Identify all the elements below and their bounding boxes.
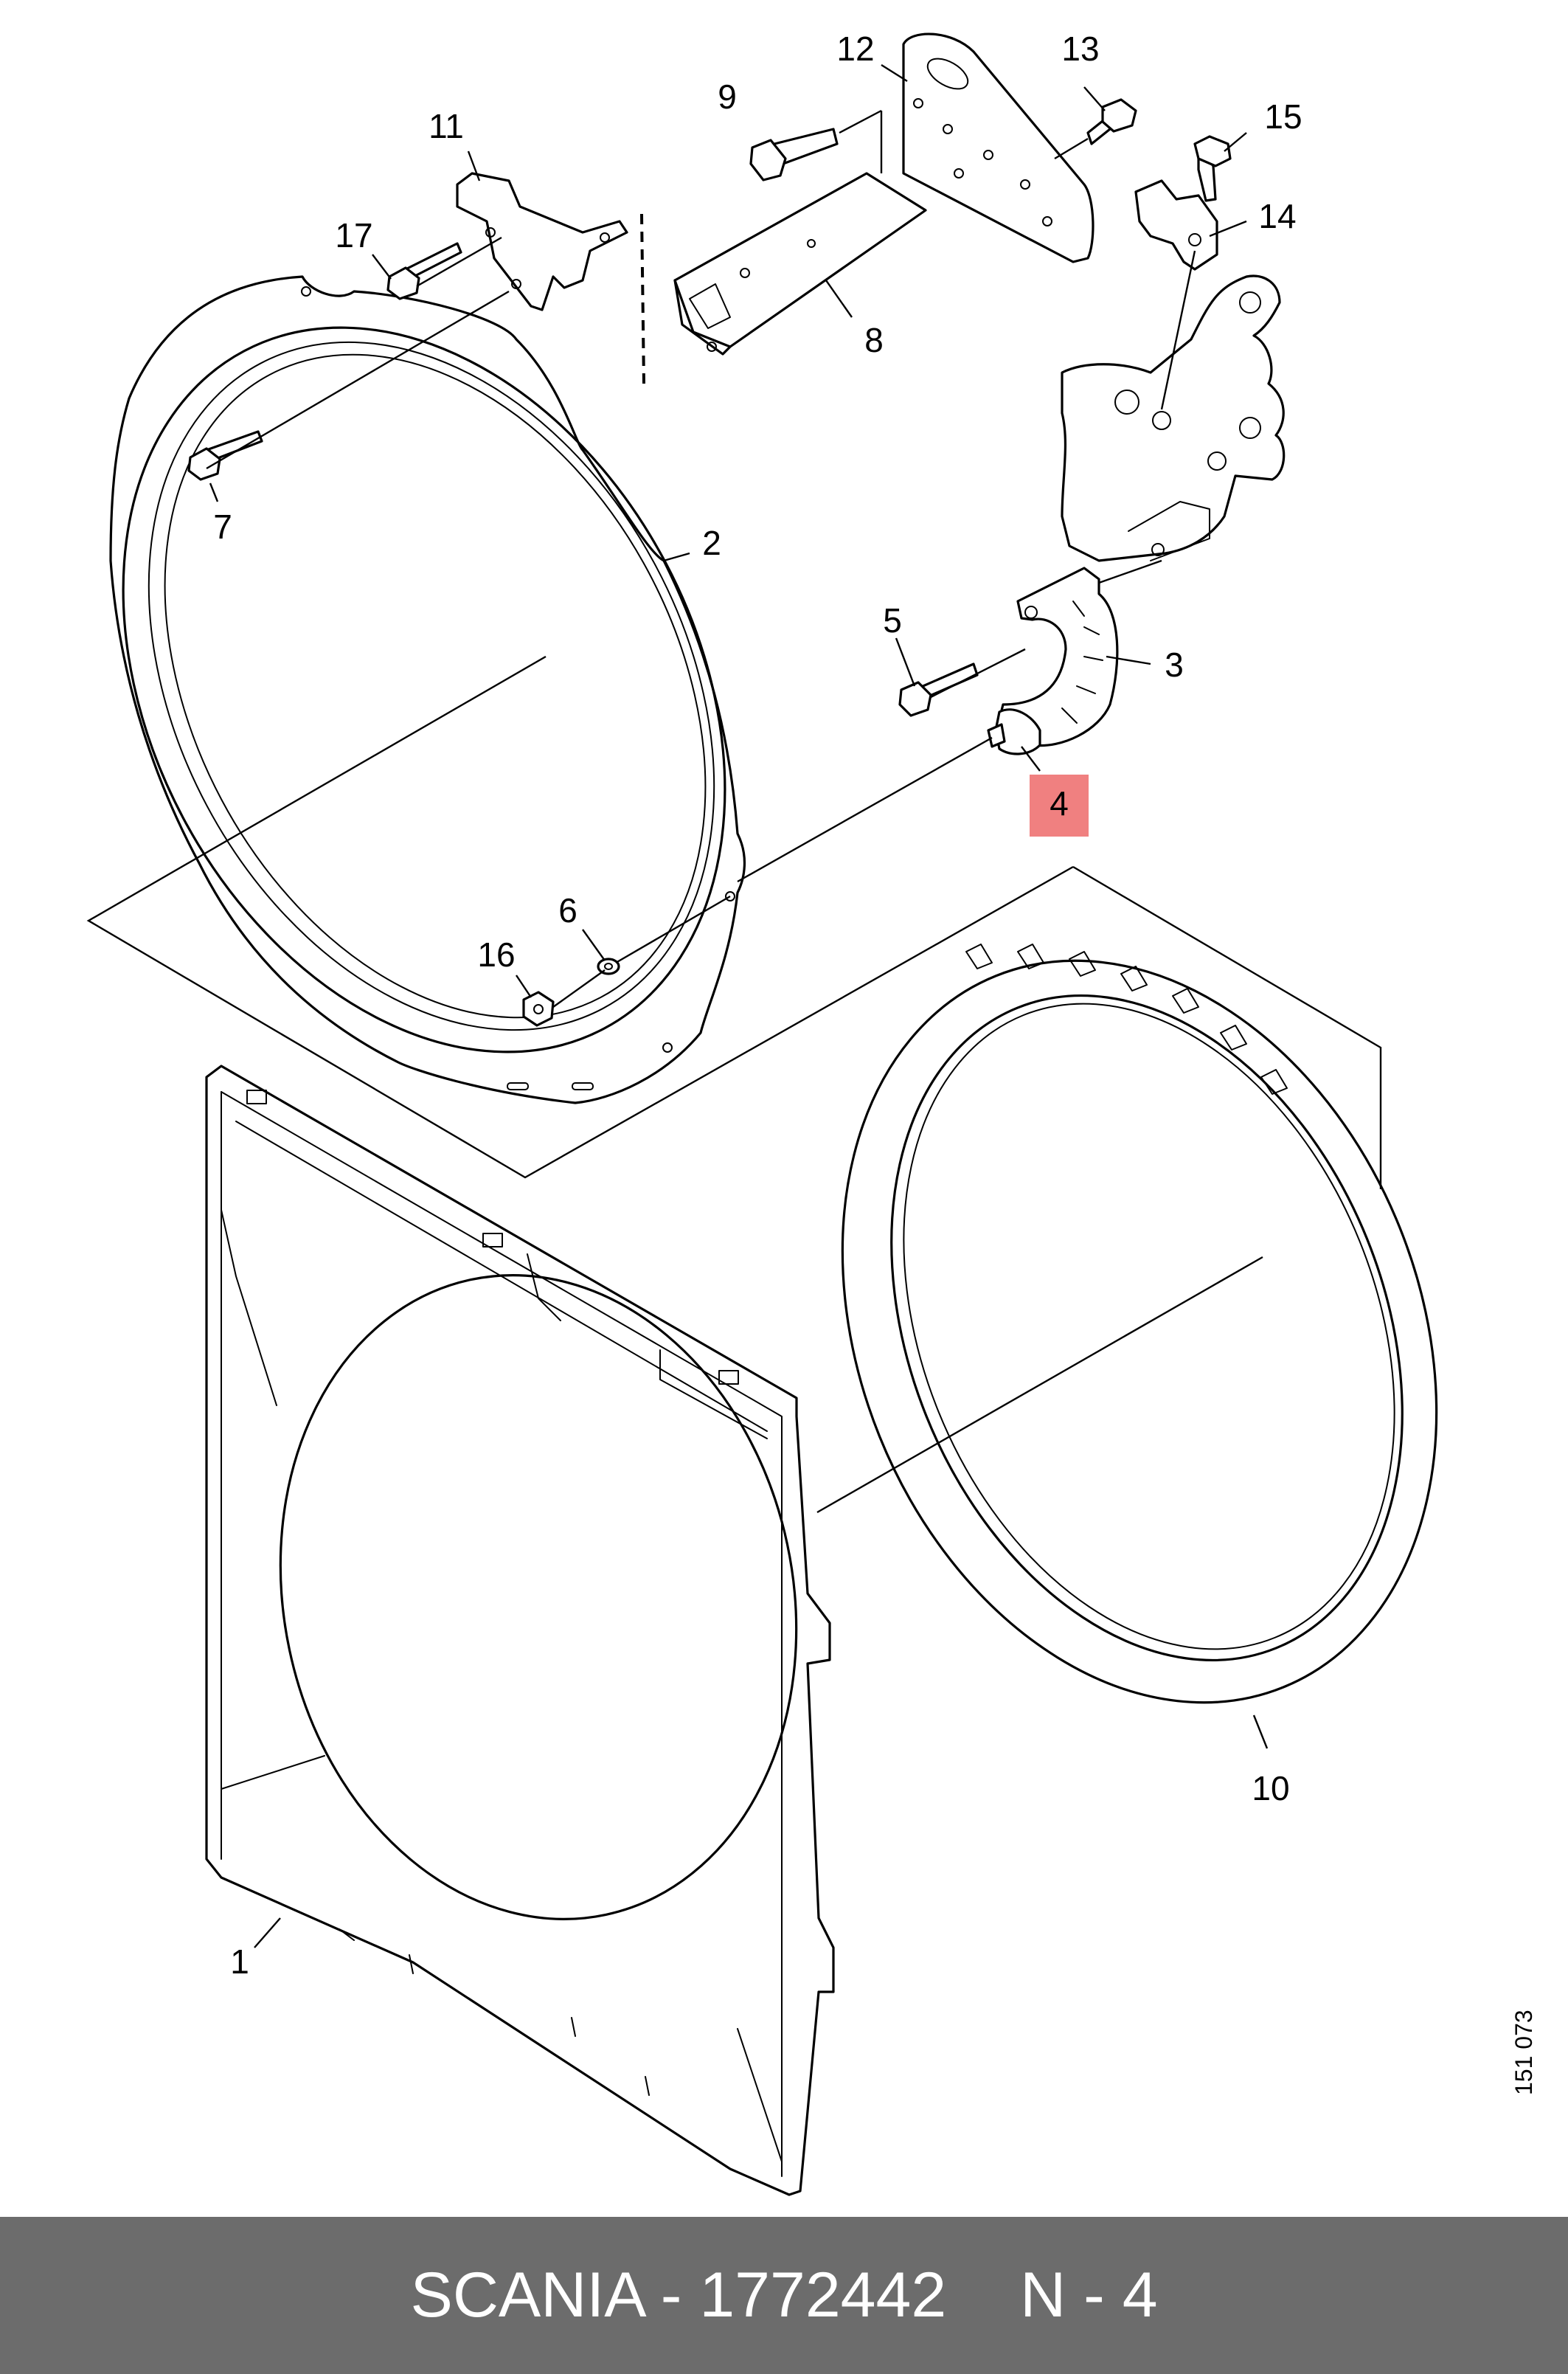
callout-5: 5 xyxy=(883,601,902,640)
part-9-bolt xyxy=(749,109,883,181)
part-15-bolt xyxy=(1193,135,1232,202)
part-7-bolt xyxy=(187,430,263,481)
part-17-bolt xyxy=(386,242,462,300)
part-info-footer: SCANIA - 1772442 N - 4 xyxy=(0,2217,1568,2374)
alignment-lines xyxy=(206,236,1196,1008)
callout-9: 9 xyxy=(718,77,737,116)
part-10-fan-ring xyxy=(841,944,1438,1704)
assembly-plane-lines xyxy=(86,655,1382,1514)
part-12-mounting-plate xyxy=(902,32,1095,263)
part-5-bolt xyxy=(898,662,979,717)
part-8-channel xyxy=(673,172,927,356)
part-13-bolt xyxy=(1054,98,1137,160)
exploded-parts-diagram: 1 2 3 4 5 6 7 8 9 10 11 12 13 14 15 16 1… xyxy=(86,30,1438,2196)
callout-leaders xyxy=(209,63,1269,1948)
part-14-clamp xyxy=(1134,179,1218,271)
part-11-bracket xyxy=(456,172,628,311)
callout-11: 11 xyxy=(429,107,464,145)
callout-15: 15 xyxy=(1264,97,1302,136)
callout-16: 16 xyxy=(477,935,515,974)
callout-3: 3 xyxy=(1165,646,1184,684)
callout-14: 14 xyxy=(1258,197,1296,235)
brand-part-number: SCANIA - 1772442 xyxy=(410,2260,947,2330)
connection-dashed-line xyxy=(640,213,645,384)
part-4-rubber-mount xyxy=(987,708,1041,755)
callout-2: 2 xyxy=(702,524,721,562)
diagram-position: N - 4 xyxy=(1020,2260,1158,2330)
part-2-shroud-ring xyxy=(109,275,746,1104)
motor-mount-bracket xyxy=(1061,274,1286,562)
callout-6: 6 xyxy=(558,891,577,930)
callout-7: 7 xyxy=(213,508,232,546)
callout-10: 10 xyxy=(1252,1769,1289,1807)
diagram-reference-code: 151 073 xyxy=(1510,2010,1537,2095)
callout-12: 12 xyxy=(836,30,874,68)
callout-1: 1 xyxy=(230,1942,249,1981)
callout-17: 17 xyxy=(335,216,372,255)
callout-4-highlight xyxy=(1030,775,1089,837)
callout-8: 8 xyxy=(864,321,884,359)
callout-labels: 1 2 3 4 5 6 7 8 9 10 11 12 13 14 15 16 1… xyxy=(213,30,1302,1981)
callout-4: 4 xyxy=(1050,784,1069,823)
part-16-nut xyxy=(522,991,555,1027)
part-1-fan-cowl xyxy=(205,1065,835,2196)
callout-13: 13 xyxy=(1061,30,1099,68)
